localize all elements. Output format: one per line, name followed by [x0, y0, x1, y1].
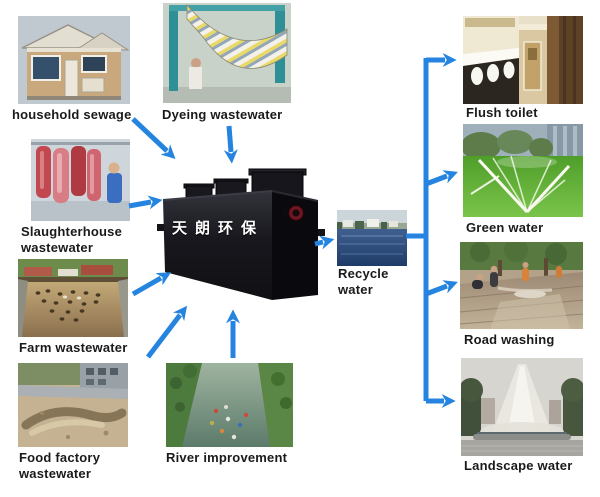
- arrow-slaughterhouse-to-plant: [128, 195, 163, 210]
- landscape-water-label: Landscape water: [464, 458, 573, 473]
- household-sewage-label: household sewage: [12, 107, 132, 122]
- dyeing-wastewater-label: Dyeing wastewater: [162, 107, 283, 122]
- dyeing-wastewater-photo: [163, 3, 291, 103]
- arrow-bus-to-green-water: [425, 170, 458, 187]
- slaughterhouse-photo: [31, 139, 130, 221]
- road-washing-label: Road washing: [464, 332, 555, 347]
- river-improvement-photo: [166, 363, 293, 447]
- arrow-bus-to-road-washing: [425, 280, 458, 297]
- flush-toilet-photo: [463, 16, 583, 104]
- river-improvement-label: River improvement: [166, 450, 288, 465]
- arrow-household-to-plant: [131, 117, 176, 159]
- green-water-label: Green water: [466, 220, 544, 235]
- landscape-water-photo: [461, 358, 583, 456]
- arrow-farm-to-plant: [131, 272, 172, 297]
- recycle-water-photo: [337, 210, 407, 266]
- arrow-dyeing-to-plant: [223, 125, 238, 164]
- food-factory-wastewater-label: Food factory wastewater: [19, 450, 101, 481]
- arrow-food-factory-to-plant: [146, 305, 188, 359]
- green-water-photo: [463, 124, 583, 217]
- slaughterhouse-wastewater-label: Slaughterhouse wastewater: [21, 224, 123, 255]
- road-washing-photo: [460, 242, 583, 329]
- farm-wastewater-photo: [18, 259, 128, 337]
- recycle-water-label: Recycle water: [338, 266, 389, 297]
- farm-wastewater-label: Farm wastewater: [19, 340, 128, 355]
- valve-icon: [287, 204, 305, 222]
- household-sewage-photo: [18, 16, 130, 104]
- treatment-plant-brand-text: 天朗环保: [172, 219, 265, 237]
- flush-toilet-label: Flush toilet: [466, 105, 538, 120]
- arrow-plant-to-recycle: [314, 235, 335, 250]
- food-factory-photo: [18, 363, 128, 447]
